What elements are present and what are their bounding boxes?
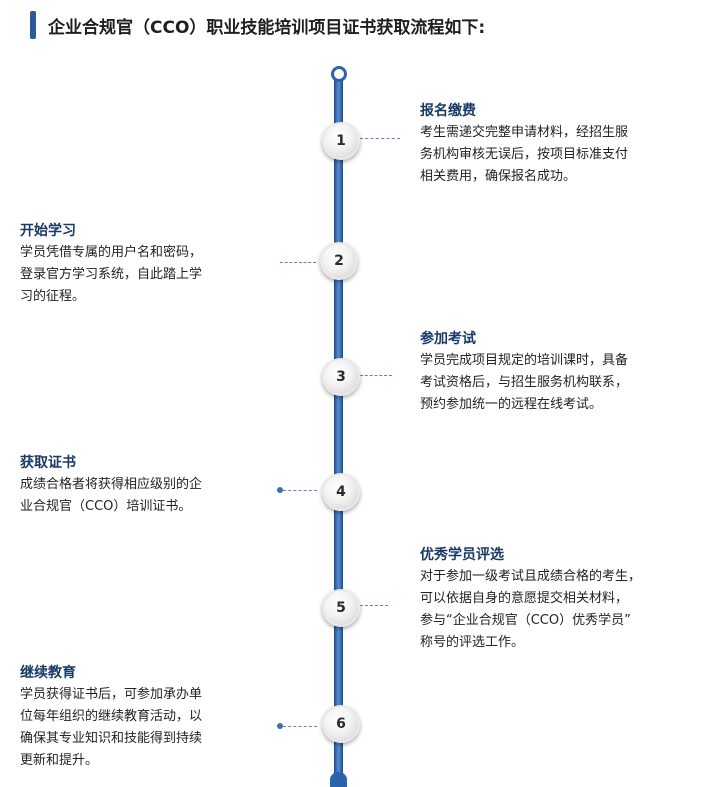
step-connector-6 bbox=[283, 726, 317, 727]
step-node-1: 1 bbox=[322, 122, 360, 160]
step-title-4: 获取证书 bbox=[20, 455, 76, 471]
step-body-2: 学员凭借专属的用户名和密码， 登录官方学习系统，自此踏上学 习的征程。 bbox=[20, 245, 203, 304]
step-title-1: 报名缴费 bbox=[420, 103, 476, 119]
timeline-end-cap bbox=[330, 772, 347, 787]
step-node-5: 5 bbox=[322, 589, 360, 627]
timeline-line bbox=[334, 75, 343, 779]
step-body-5: 对于参加一级考试且成绩合格的考生， 可以依据自身的意愿提交相关材料， 参与“企业… bbox=[420, 569, 642, 650]
step-6: 继续教育 学员获得证书后，可参加承办单 位每年组织的继续教育活动，以 确保其专业… bbox=[20, 664, 280, 772]
step-connector-1 bbox=[360, 138, 400, 139]
title-accent-bar bbox=[30, 11, 36, 39]
step-title-2: 开始学习 bbox=[20, 223, 76, 239]
step-4: 获取证书 成绩合格者将获得相应级别的企 业合规官（CCO）培训证书。 bbox=[20, 454, 280, 518]
step-body-4: 成绩合格者将获得相应级别的企 业合规官（CCO）培训证书。 bbox=[20, 477, 203, 514]
step-node-4: 4 bbox=[322, 473, 360, 511]
step-body-3: 学员完成项目规定的培训课时，具备 考试资格后，与招生服务机构联系， 预约参加统一… bbox=[420, 353, 629, 412]
step-connector-4 bbox=[283, 490, 317, 491]
step-body-6: 学员获得证书后，可参加承办单 位每年组织的继续教育活动，以 确保其专业知识和技能… bbox=[20, 687, 203, 768]
step-connector-3 bbox=[360, 375, 392, 376]
step-1: 报名缴费 考生需递交完整申请材料，经招生服 务机构审核无误后，按项目标准支付 相… bbox=[420, 102, 690, 188]
step-node-2: 2 bbox=[320, 242, 358, 280]
step-connector-2 bbox=[280, 262, 316, 263]
step-5: 优秀学员评选 对于参加一级考试且成绩合格的考生， 可以依据自身的意愿提交相关材料… bbox=[420, 546, 700, 654]
step-title-6: 继续教育 bbox=[20, 665, 76, 681]
step-node-6: 6 bbox=[322, 705, 360, 743]
step-2: 开始学习 学员凭借专属的用户名和密码， 登录官方学习系统，自此踏上学 习的征程。 bbox=[20, 222, 280, 308]
step-connector-5 bbox=[360, 605, 388, 606]
step-3: 参加考试 学员完成项目规定的培训课时，具备 考试资格后，与招生服务机构联系， 预… bbox=[420, 330, 690, 416]
step-body-1: 考生需递交完整申请材料，经招生服 务机构审核无误后，按项目标准支付 相关费用，确… bbox=[420, 125, 629, 184]
step-title-3: 参加考试 bbox=[420, 331, 476, 347]
timeline-start-circle bbox=[331, 66, 347, 82]
step-connector-dot-6 bbox=[277, 723, 283, 729]
page-title: 企业合规官（CCO）职业技能培训项目证书获取流程如下: bbox=[48, 18, 486, 38]
step-node-3: 3 bbox=[322, 358, 360, 396]
step-connector-dot-4 bbox=[277, 487, 283, 493]
step-title-5: 优秀学员评选 bbox=[420, 547, 504, 563]
